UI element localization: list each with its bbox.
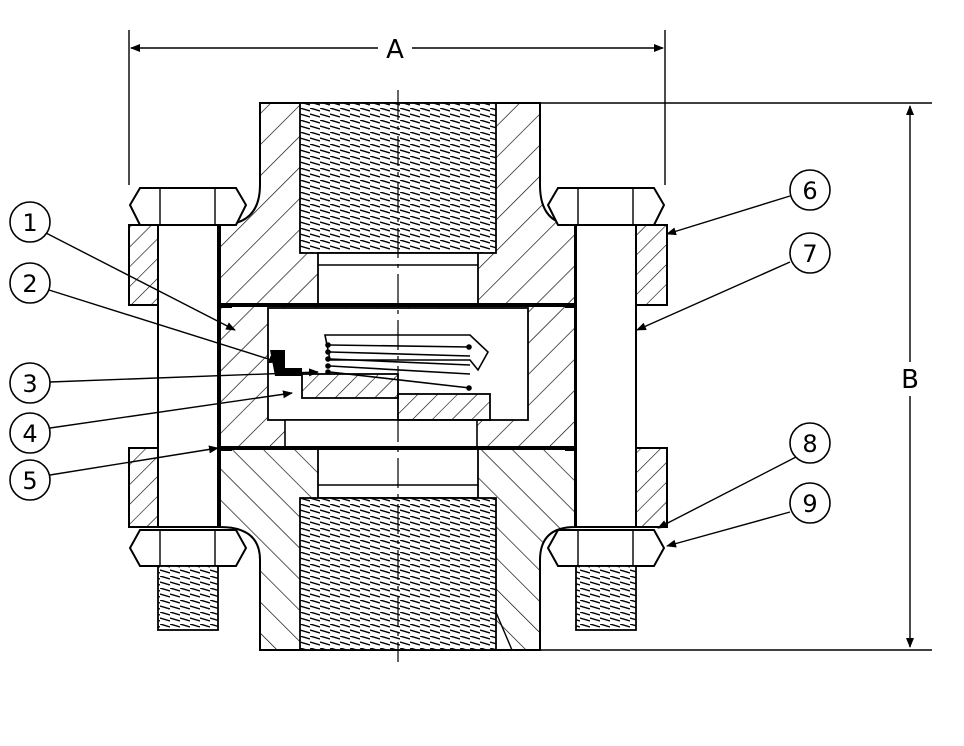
callout-4-leader bbox=[49, 390, 293, 429]
dimension-b-label: B bbox=[901, 365, 919, 395]
dimension-a-label: A bbox=[386, 35, 404, 65]
callout-7: 7 bbox=[636, 232, 831, 331]
callout-5-circle bbox=[9, 459, 51, 501]
dimension-a: A bbox=[128, 30, 666, 185]
callout-9-number: 9 bbox=[802, 490, 817, 518]
callout-9: 9 bbox=[666, 482, 831, 548]
disc bbox=[301, 373, 399, 399]
spring-coils bbox=[329, 344, 471, 389]
callout-1: 1 bbox=[9, 201, 236, 331]
callout-4-circle bbox=[9, 412, 51, 454]
right-nut bbox=[546, 529, 666, 631]
left-bolt-head bbox=[128, 187, 248, 226]
callout-5-leader bbox=[49, 445, 219, 476]
callout-4: 4 bbox=[9, 390, 293, 454]
disc-spring-assembly bbox=[270, 334, 491, 421]
callout-8: 8 bbox=[657, 422, 831, 529]
gasket-marks bbox=[220, 303, 577, 451]
callout-9-leader bbox=[666, 511, 791, 548]
callout-2: 2 bbox=[9, 262, 279, 364]
right-bolt bbox=[546, 187, 666, 528]
callout-7-leader bbox=[636, 261, 791, 331]
left-nut bbox=[128, 529, 248, 631]
callout-6-circle bbox=[789, 169, 831, 211]
callout-8-circle bbox=[789, 422, 831, 464]
callout-2-circle bbox=[9, 262, 51, 304]
callout-6-number: 6 bbox=[802, 177, 817, 205]
right-bolt-head bbox=[546, 187, 666, 226]
callout-7-circle bbox=[789, 232, 831, 274]
callout-1-circle bbox=[9, 201, 51, 243]
callout-6-leader bbox=[666, 195, 791, 236]
callout-4-number: 4 bbox=[22, 420, 37, 448]
callout-1-number: 1 bbox=[22, 209, 37, 237]
callout-1-leader bbox=[45, 232, 236, 331]
callout-7-number: 7 bbox=[802, 240, 817, 268]
callout-3-number: 3 bbox=[22, 370, 37, 398]
callout-6: 6 bbox=[666, 169, 831, 236]
callout-5: 5 bbox=[9, 445, 219, 501]
callout-2-number: 2 bbox=[22, 270, 37, 298]
dimension-b: B bbox=[540, 102, 932, 651]
callout-3: 3 bbox=[9, 362, 319, 404]
callout-8-leader bbox=[657, 456, 797, 529]
callout-3-circle bbox=[9, 362, 51, 404]
callout-5-number: 5 bbox=[22, 467, 37, 495]
callout-2-leader bbox=[48, 289, 279, 364]
callout-9-circle bbox=[789, 482, 831, 524]
callout-3-leader bbox=[49, 368, 319, 383]
callout-8-number: 8 bbox=[802, 430, 817, 458]
seat bbox=[397, 393, 491, 421]
